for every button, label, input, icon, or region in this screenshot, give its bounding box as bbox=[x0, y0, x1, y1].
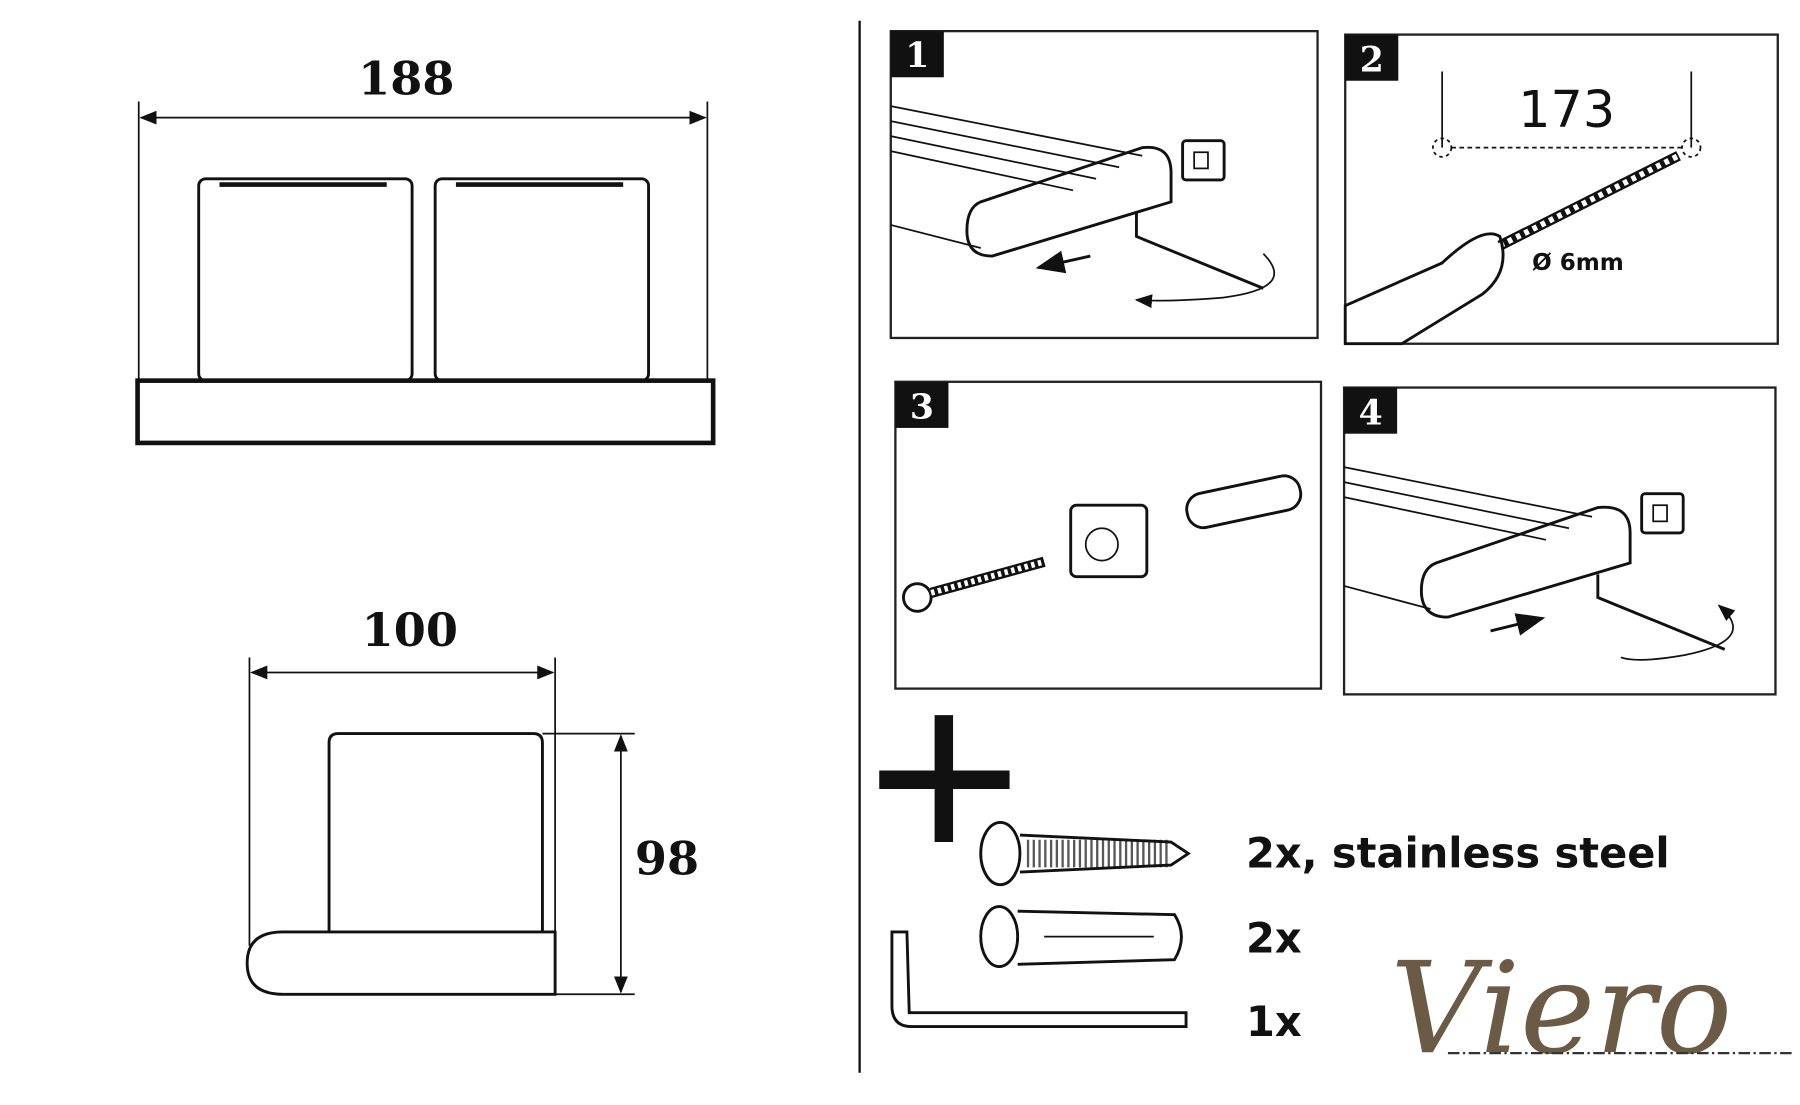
screw-label: 2x, stainless steel bbox=[1246, 828, 1670, 877]
allen-key-icon bbox=[890, 930, 1188, 1029]
step-number: 2 bbox=[1360, 41, 1384, 81]
parts-list: 2x, stainless steel 2x 1x bbox=[879, 715, 1670, 1046]
width-dimension-label: 188 bbox=[358, 52, 454, 106]
glass-left bbox=[197, 177, 414, 383]
screw-icon bbox=[979, 820, 1191, 887]
step-2-panel: 2 173 Ø 6mm bbox=[1343, 33, 1779, 346]
step-number: 4 bbox=[1359, 393, 1383, 433]
depth-dimension-label: 100 bbox=[362, 603, 458, 657]
logo-text: Viero bbox=[1390, 934, 1732, 1082]
step-number: 3 bbox=[910, 388, 934, 428]
front-view-drawing: 188 bbox=[135, 52, 716, 446]
step-number: 1 bbox=[905, 36, 929, 76]
allen-key-label: 1x bbox=[1246, 997, 1302, 1046]
step-1-panel: 1 bbox=[889, 29, 1319, 340]
side-view-drawing: 100 98 bbox=[245, 603, 699, 996]
height-dimension-label: 98 bbox=[635, 831, 699, 885]
wall-plug-label: 2x bbox=[1246, 914, 1302, 963]
side-base bbox=[245, 930, 557, 996]
drill-diameter-label: Ø 6mm bbox=[1532, 250, 1624, 276]
holder-base bbox=[135, 378, 716, 446]
step-4-panel: 4 bbox=[1342, 386, 1777, 696]
brand-logo: Viero bbox=[1390, 934, 1794, 1082]
step-3-panel: 3 bbox=[894, 380, 1323, 690]
hole-spacing-label: 173 bbox=[1518, 80, 1615, 139]
glass-right bbox=[433, 177, 650, 383]
plus-icon bbox=[879, 715, 1010, 843]
wall-plug-icon bbox=[979, 905, 1183, 969]
